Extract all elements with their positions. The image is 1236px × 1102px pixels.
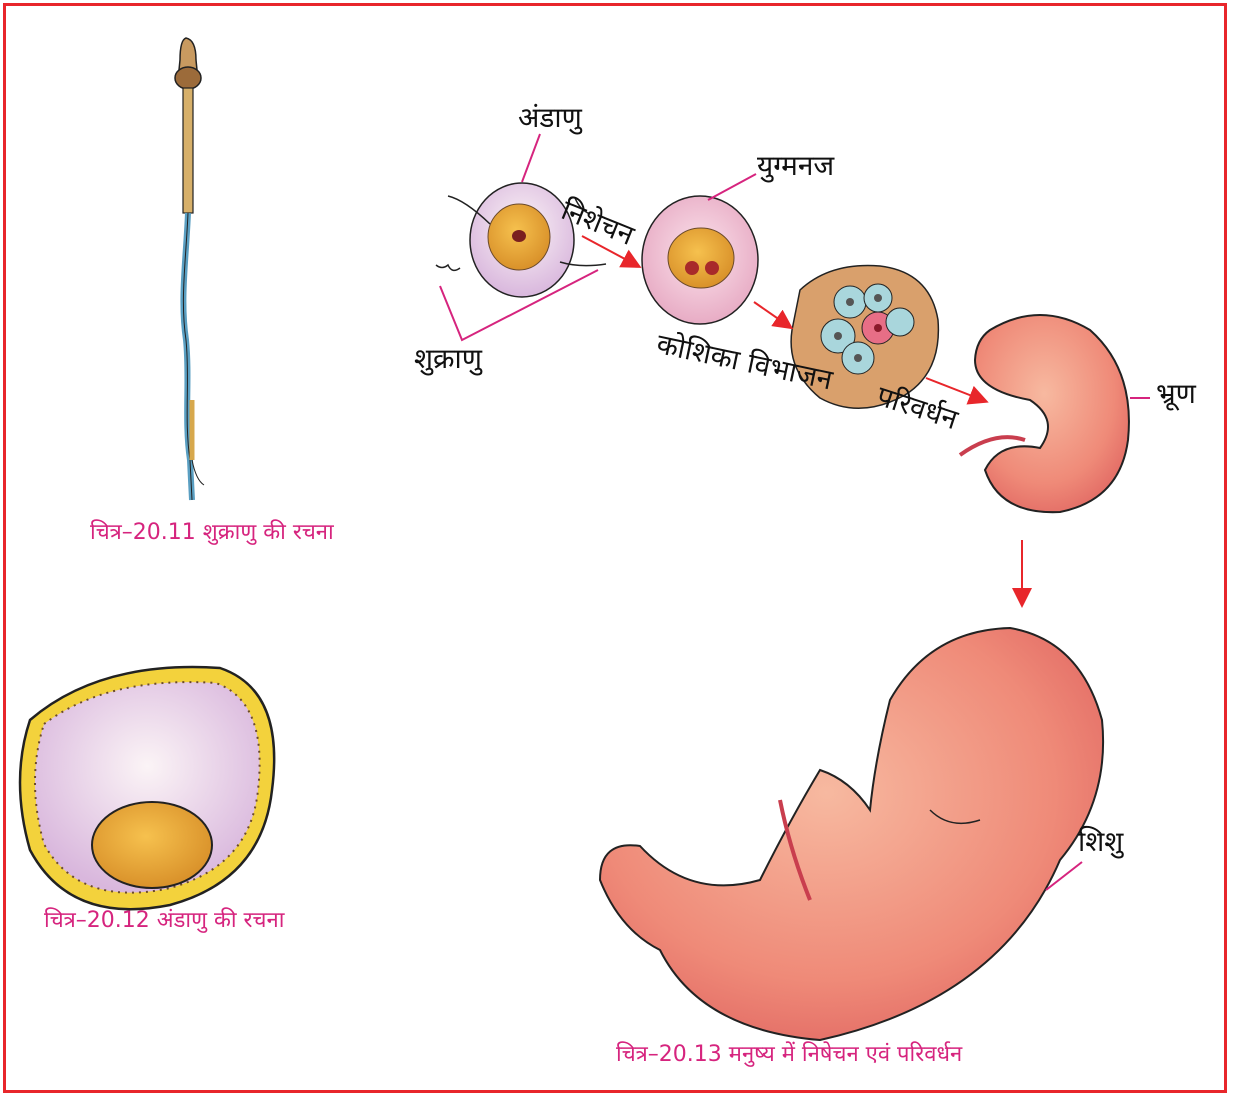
ovum-structure-drawing — [20, 667, 274, 909]
label-ovum: अंडाणु — [518, 104, 582, 132]
label-zygote: युग्मनज — [757, 152, 834, 180]
embryo-drawing — [960, 315, 1129, 512]
caption-fig-20-13: चित्र–20.13 मनुष्य में निषेचन एवं परिवर्… — [616, 1044, 962, 1066]
pointer-zygote — [708, 174, 756, 200]
caption-fig-20-11: चित्र–20.11 शुक्राणु की रचना — [90, 522, 334, 544]
baby-drawing — [600, 628, 1103, 1040]
sperm-structure-drawing — [175, 38, 204, 500]
label-baby: शिशु — [1078, 828, 1123, 856]
label-sperm: शुक्राणु — [414, 345, 482, 373]
arrow-zygote-to-cells — [754, 302, 790, 327]
label-embryo: भ्रूण — [1156, 380, 1196, 408]
caption-fig-20-12: चित्र–20.12 अंडाणु की रचना — [44, 910, 284, 932]
pointer-ovum — [522, 134, 540, 182]
zygote-drawing — [642, 196, 758, 324]
